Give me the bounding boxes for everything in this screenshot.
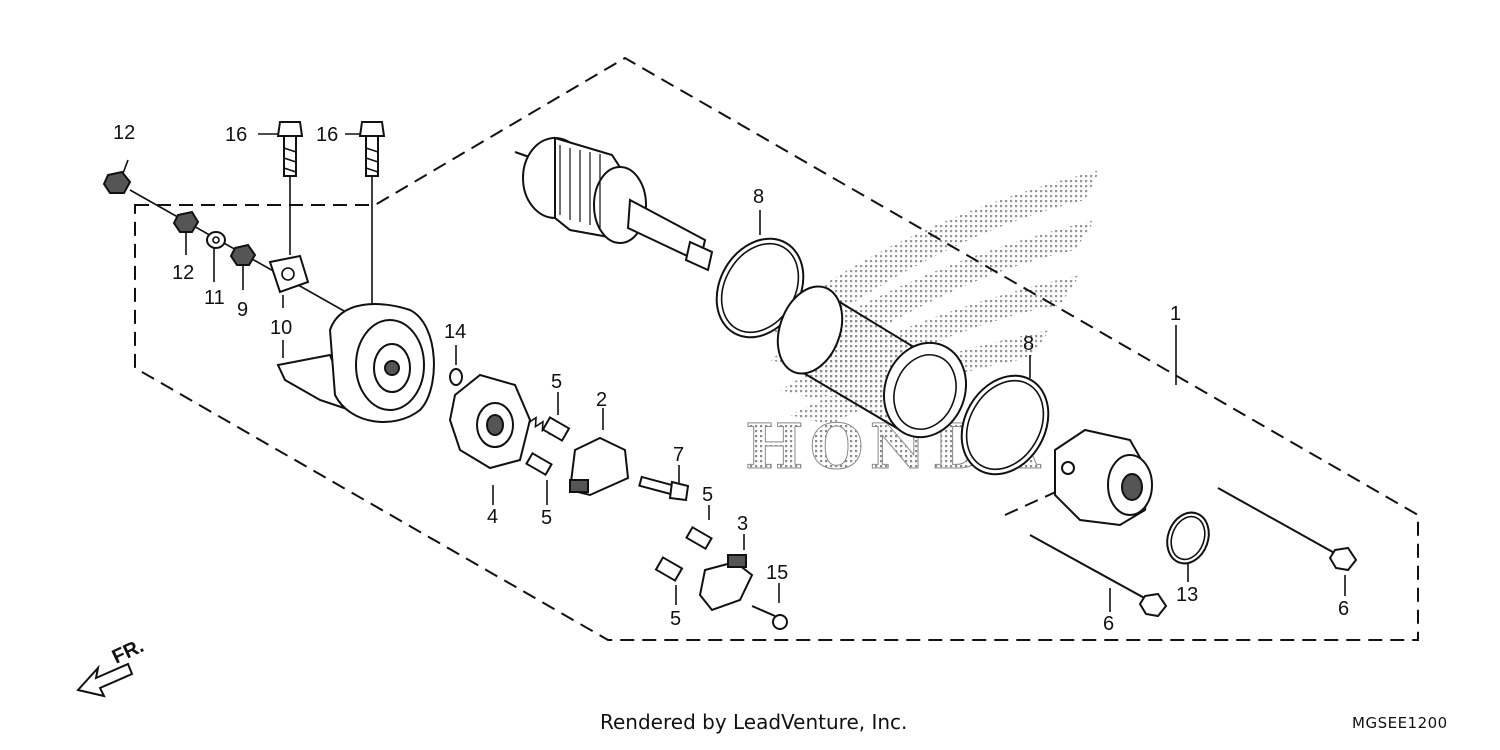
- nut-part-12-top: [102, 170, 132, 194]
- yoke: [776, 285, 968, 439]
- callout-15: 15: [766, 562, 788, 584]
- callout-12-top: 12: [113, 122, 135, 144]
- callout-1: 1: [1170, 303, 1181, 325]
- nut-part-12: [172, 210, 200, 233]
- callout-5-d: 5: [670, 608, 681, 630]
- callout-12: 12: [172, 262, 194, 284]
- brush-part-3: [698, 554, 754, 612]
- front-label: FR.: [109, 635, 147, 669]
- through-bolt-part-6-right: [1217, 487, 1358, 572]
- callout-14: 14: [444, 321, 466, 343]
- callout-5-c: 5: [702, 484, 713, 506]
- front-cover: [1054, 428, 1153, 527]
- callout-6-right: 6: [1338, 598, 1349, 620]
- terminal-bolt-part-7: [638, 475, 690, 502]
- spring-part-5-a: [528, 416, 571, 442]
- assembly-outline: [134, 56, 1419, 641]
- spring-part-5-d: [654, 556, 684, 582]
- callout-7: 7: [673, 444, 684, 466]
- callout-5-b: 5: [541, 507, 552, 529]
- brush-part-2: [568, 436, 630, 497]
- diagram-code: MGSEE1200: [1352, 714, 1448, 732]
- callout-labels: 12 16 16 12 11 9 10 14 8 8 1 5 2 4 5 7 5…: [113, 122, 1349, 635]
- o-ring-part-8-lower: [960, 374, 1050, 476]
- callout-10: 10: [270, 317, 292, 339]
- callout-2: 2: [596, 389, 607, 411]
- callout-3: 3: [737, 513, 748, 535]
- bolt-part-16-right: [358, 121, 386, 177]
- callout-13: 13: [1176, 584, 1198, 606]
- callout-16-left: 16: [225, 124, 247, 146]
- spring-part-5-c: [685, 525, 713, 551]
- nut-part-9: [229, 243, 257, 266]
- armature: [514, 136, 714, 272]
- washer-part-11: [206, 231, 226, 249]
- callout-8-upper: 8: [753, 186, 764, 208]
- callout-16-right: 16: [316, 124, 338, 146]
- rear-cover: [276, 303, 435, 423]
- callout-9: 9: [237, 299, 248, 321]
- spring-part-5-b: [525, 451, 553, 477]
- callout-8-lower: 8: [1023, 333, 1034, 355]
- callout-6-left: 6: [1103, 613, 1114, 635]
- o-ring-part-13: [1166, 511, 1210, 565]
- o-ring-part-14: [449, 368, 463, 386]
- front-direction-arrow: FR.: [76, 635, 147, 698]
- brush-holder-part-4: [448, 373, 532, 470]
- callout-4: 4: [487, 506, 498, 528]
- render-credit: Rendered by LeadVenture, Inc.: [600, 710, 908, 734]
- callout-11: 11: [204, 287, 225, 309]
- bolt-part-16-left: [276, 121, 304, 177]
- callout-5-a: 5: [551, 371, 562, 393]
- screw-part-15: [751, 605, 788, 630]
- through-bolt-part-6-left: [1029, 534, 1168, 618]
- insulator-part-10: [268, 254, 310, 294]
